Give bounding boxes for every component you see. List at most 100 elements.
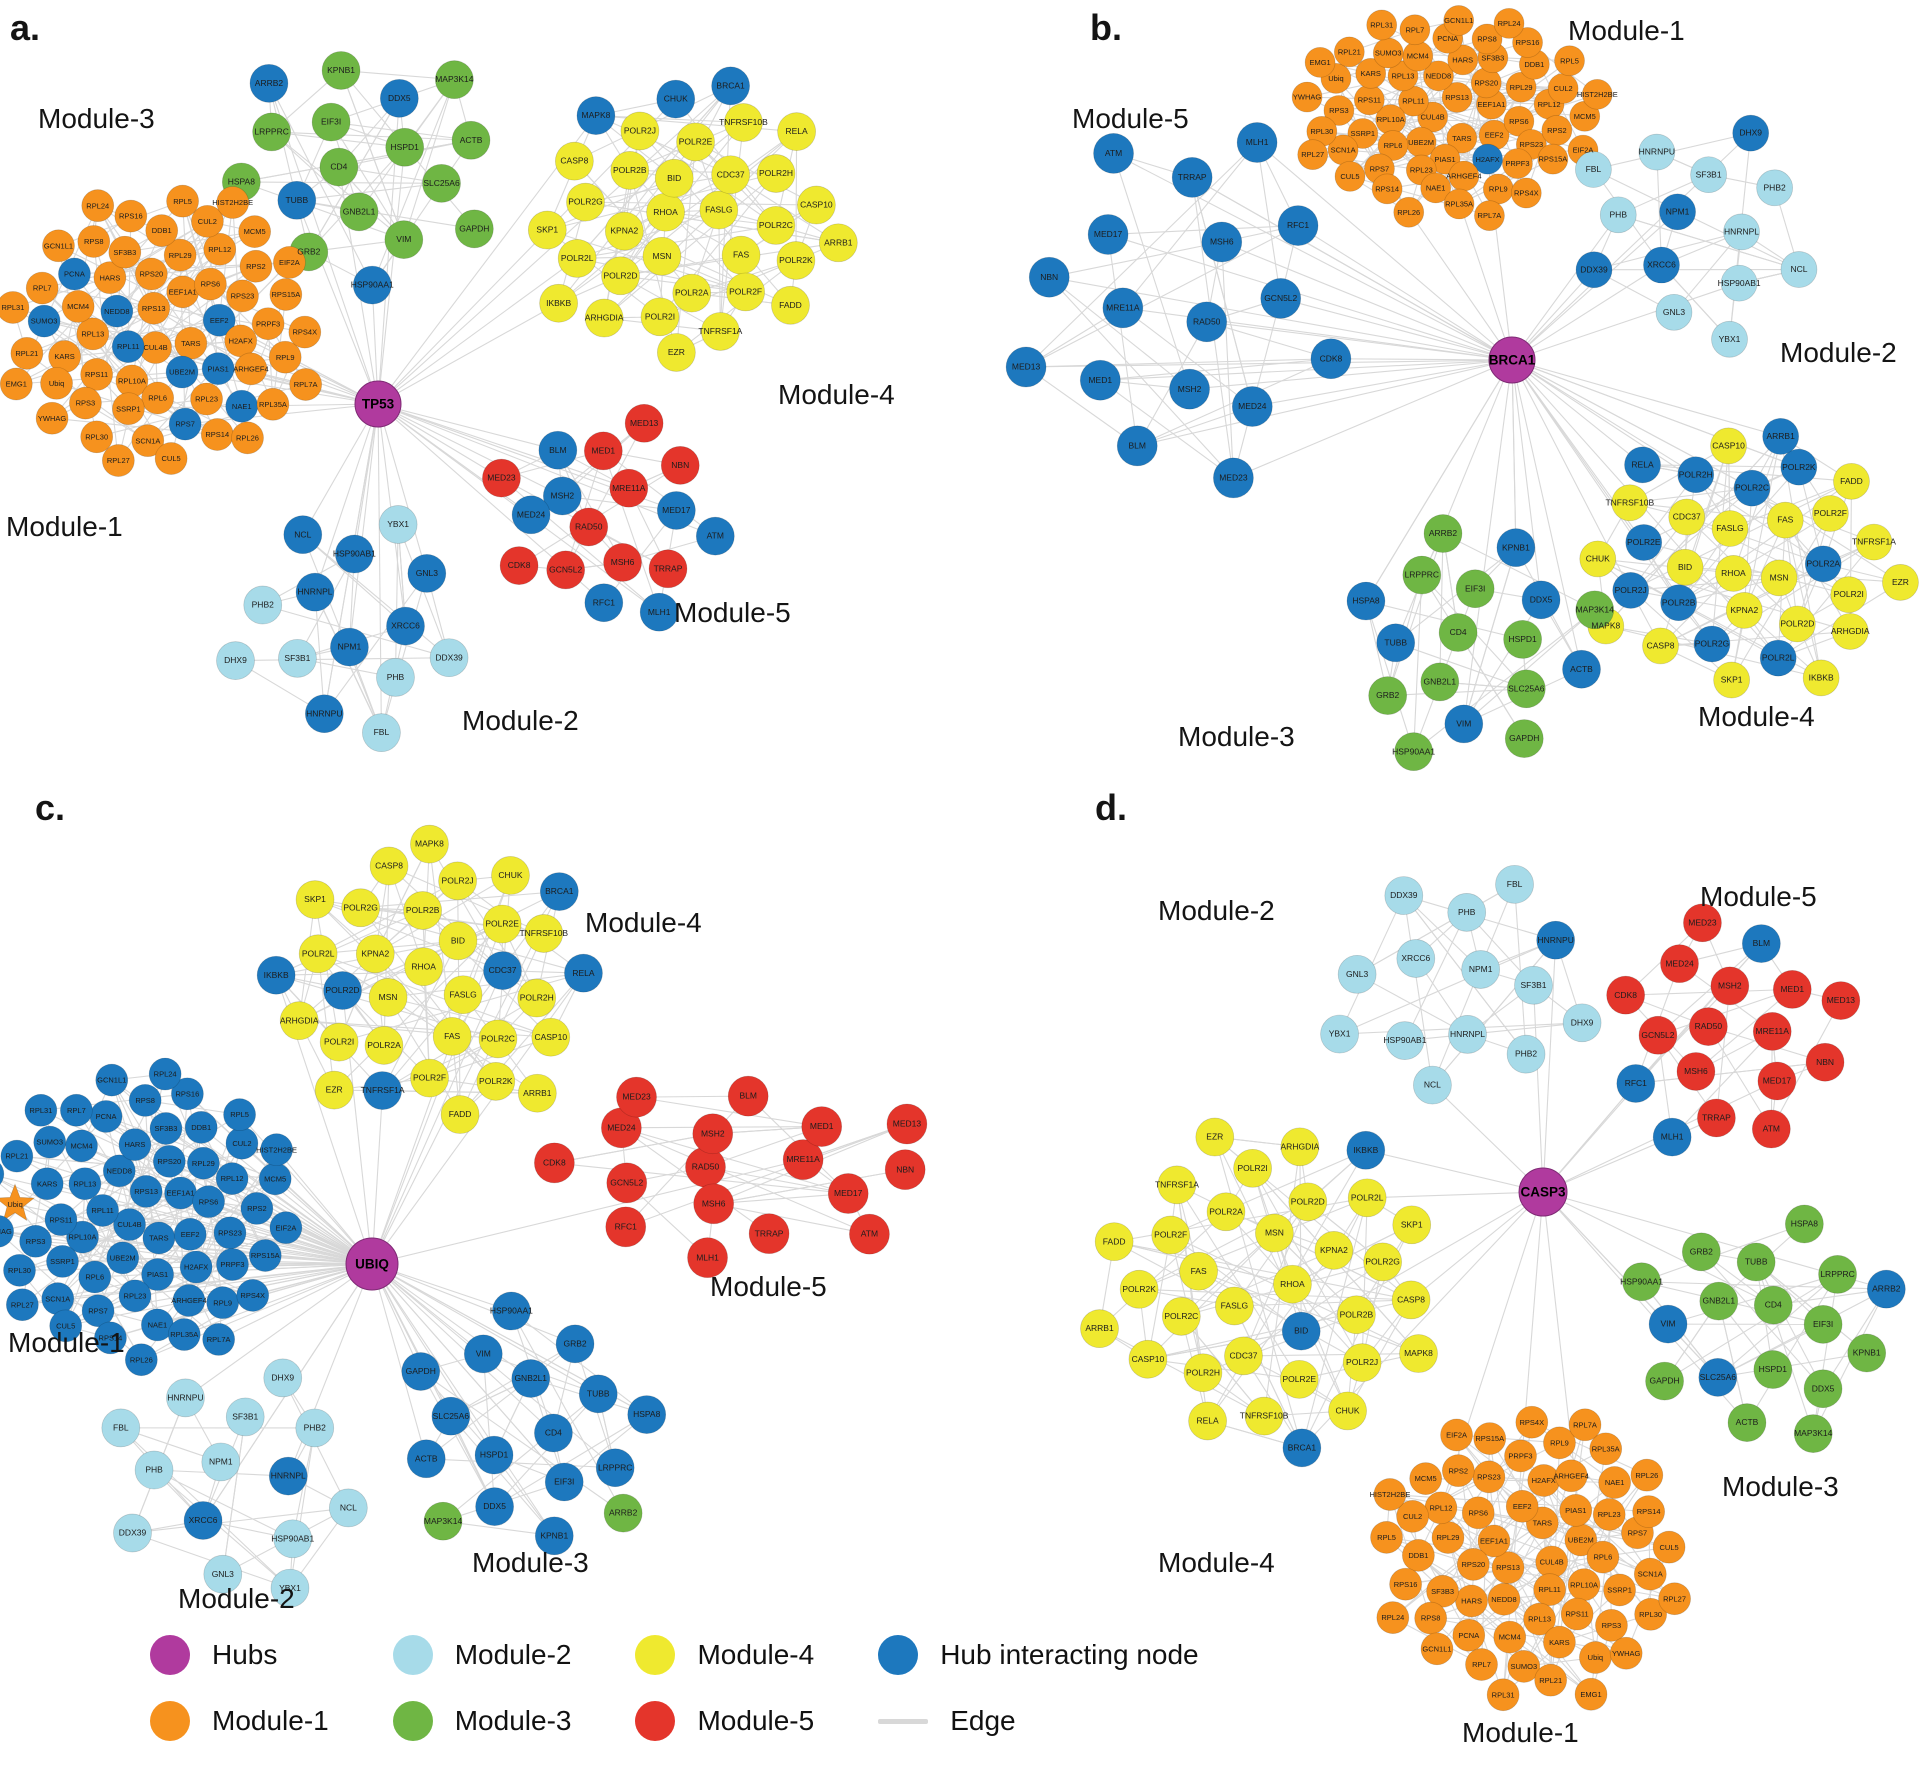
network-node [601,256,640,296]
network-node [202,303,236,337]
network-node [263,1358,303,1398]
node-label: SF3B1 [284,653,310,663]
node-label: PRPF3 [256,319,280,328]
node-label: MSH6 [611,557,635,567]
edge [1695,988,1793,1072]
node-label: Ubiq [49,379,64,388]
panel-label: a. [10,7,40,48]
node-label: DDX39 [119,1528,147,1538]
node-label: HARS [1452,56,1473,65]
node-label: CHUK [498,870,522,880]
network-node [268,1456,308,1496]
network-node [249,63,289,103]
legend-label: Module-4 [697,1639,815,1670]
node-label: RPS4X [1520,1418,1545,1427]
node-label: CDC37 [717,169,745,179]
network-node [475,1487,514,1526]
node-label: CD4 [1450,627,1467,637]
network-node [451,120,491,160]
node-label: SF3B3 [155,1124,178,1133]
network-node [1206,1192,1246,1232]
edge [314,403,379,593]
node-label: CASP8 [1397,1294,1425,1304]
network-node [1368,676,1408,715]
network-node [1186,301,1228,343]
edge [222,1416,246,1575]
network-node [639,592,679,632]
node-label: NBN [896,1164,914,1174]
node-label: ACTB [1736,1417,1759,1427]
edge [60,1219,373,1265]
node-label: POLR2B [1340,1309,1374,1319]
network-node [1575,151,1612,188]
network-node [1690,156,1727,194]
node-label: RPL6 [85,1273,104,1282]
network-node [782,1139,824,1180]
node-label: RPL10A [1570,1580,1598,1589]
network-node [1102,287,1144,329]
node-label: IKBKB [546,298,571,308]
network-node [339,192,379,232]
node-label: LRPPRC [1405,570,1439,580]
node-label: HSPD1 [1759,1364,1788,1374]
node-label: ACTB [415,1453,438,1463]
network-node [1581,78,1613,110]
node-label: EIF2A [1573,146,1594,155]
node-label: RPL23 [1410,166,1433,175]
node-label: RFC1 [593,597,615,607]
network-node [531,1017,571,1057]
node-label: TARS [181,339,200,348]
network-node [1660,944,1699,984]
node-label: RPL24 [154,1070,177,1079]
node-label: CDC37 [1673,512,1701,522]
node-label: PRPF3 [220,1260,244,1269]
node-label: MSH2 [701,1128,725,1138]
network-node [1710,427,1747,465]
network-node [25,271,59,305]
edge [374,843,430,955]
module-label: Module-4 [1698,701,1815,732]
network-node [101,1408,141,1448]
node-label: RPL10A [69,1233,97,1242]
node-label: EZR [1892,577,1909,587]
network-node [1510,177,1542,209]
node-label: SLC25A6 [433,1411,470,1421]
network-node [748,1213,790,1255]
node-label: RPS20 [139,270,163,279]
network-node [1543,1625,1576,1659]
edge [1404,912,1468,1041]
edge [1191,177,1253,407]
edge [382,940,459,1091]
edge [1463,547,1517,725]
network-node [1493,7,1525,39]
edge [105,1115,276,1180]
edge [1410,1191,1544,1301]
network-node [58,257,91,291]
node-label: MSN [379,992,398,1002]
node-label: POLR2L [1762,653,1795,663]
network-node [584,583,624,623]
network-node [355,934,395,974]
network-node [76,317,110,351]
node-label: HNRNPL [271,1471,306,1481]
edge [185,1263,373,1399]
network-node [801,1106,843,1147]
network-node [1697,1098,1736,1138]
node-label: TARS [1452,134,1471,143]
node-label: RPS20 [1474,78,1498,87]
node-label: ARRB2 [1429,528,1458,538]
node-label: RPL7A [1478,211,1502,220]
edge [1122,142,1258,309]
network-node [1447,44,1479,76]
node-label: DHX9 [271,1373,294,1383]
node-label: IKBKB [1353,1145,1378,1155]
node-label: GCN1L1 [1422,1644,1451,1653]
node-label: RPL31 [1370,21,1393,30]
edge [124,231,255,253]
node-label: SCN1A [1331,146,1356,155]
node-label: POLR2C [1164,1311,1198,1321]
network-node [1803,1304,1843,1344]
node-label: RPL23 [1598,1510,1621,1519]
network-node [1753,1350,1793,1389]
edge [1746,1274,1839,1423]
